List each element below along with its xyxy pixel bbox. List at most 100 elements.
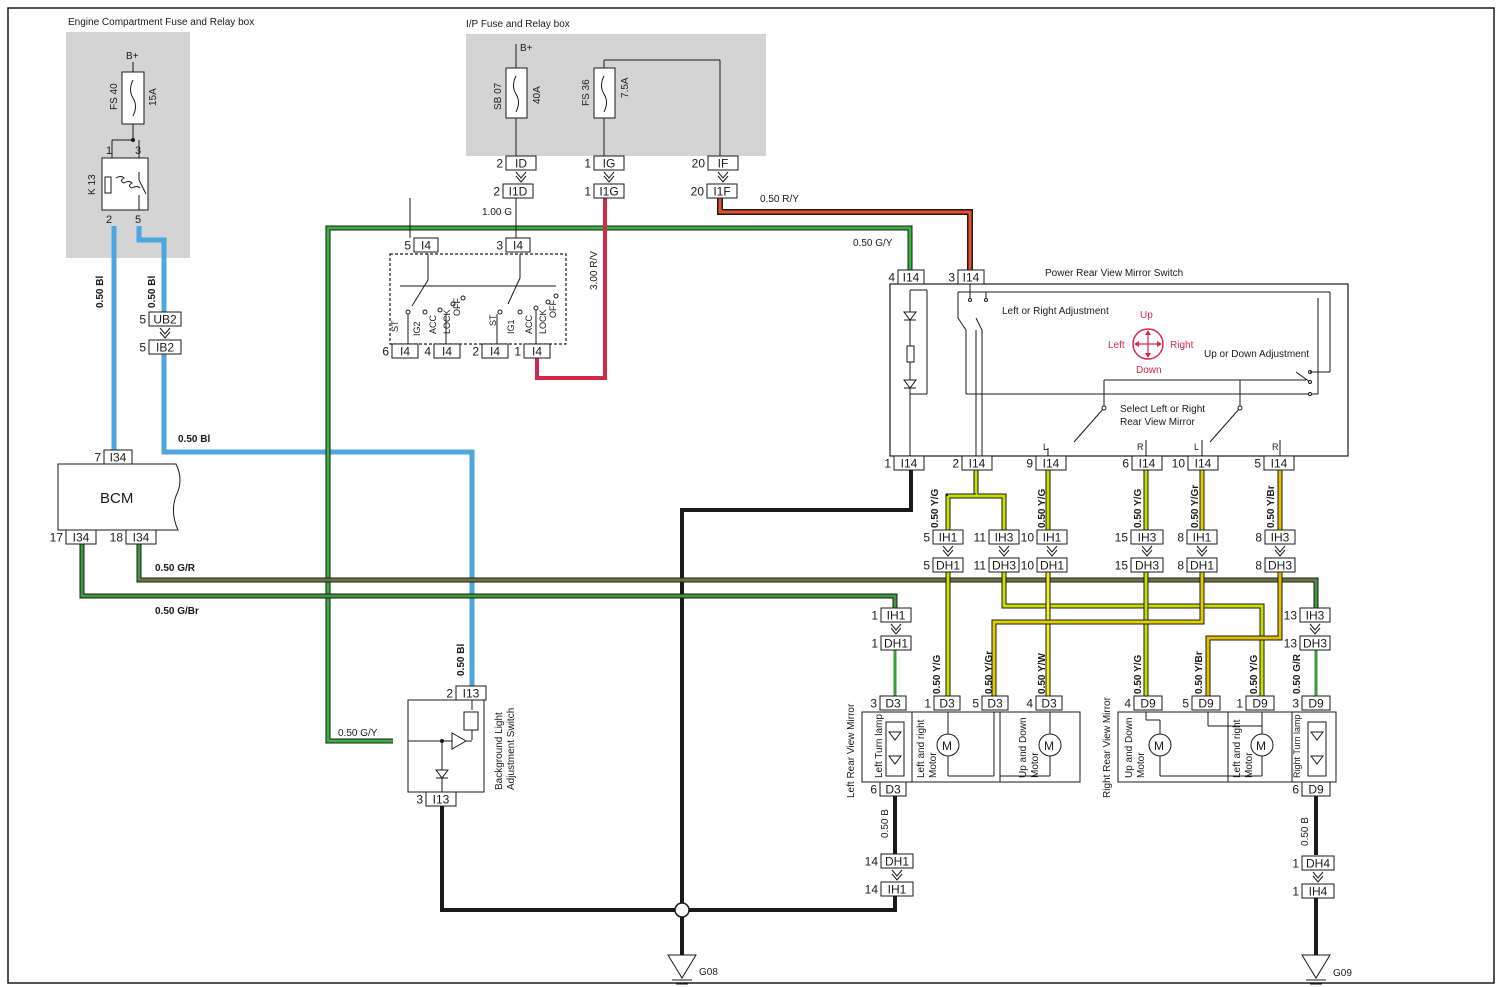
connector-label: IH1 [1193,531,1212,545]
pin-number: 18 [110,531,124,545]
pin-number: 3 [416,793,423,807]
pin-number: 5 [923,559,930,573]
connector-label: I13 [463,687,480,701]
fs40-rating: 15A [148,88,159,106]
svg-text:Motor: Motor [1030,752,1041,778]
ignition-switch: ST IG2 ACC LOCK OFF ST IG1 ACC LOCK OFF [389,253,567,345]
connector-label: ID [515,157,527,171]
svg-text:OFF: OFF [452,298,462,316]
wire-blue-3 [161,354,475,686]
pin-number: 4 [888,271,895,285]
pin-number: 3 [870,697,877,711]
svg-text:0.50 Y/Gr: 0.50 Y/Gr [1190,485,1201,528]
connector-label: D3 [1041,697,1057,711]
connector-arrow-icon [159,331,171,339]
connector-label: I1F [713,185,730,199]
connector-i1f: I1F 20 [691,183,738,199]
pin-number: 10 [1021,531,1035,545]
svg-text:Up or Down Adjustment: Up or Down Adjustment [1204,349,1309,360]
connector-arrow-icon [1274,545,1286,553]
wire-rv [535,198,607,380]
connector-label: D9 [1308,783,1324,797]
connector-arrow-icon [998,549,1010,557]
svg-text:LOCK: LOCK [442,309,452,334]
connector-arrow-icon [942,549,954,557]
connector-label: I14 [969,457,986,471]
svg-text:0.50 Y/G: 0.50 Y/G [932,654,943,694]
pin-number: 2 [496,157,503,171]
pin-number: 6 [1122,457,1129,471]
connector-label: DH3 [1303,637,1327,651]
connector-label: DH1 [936,559,960,573]
svg-text:0.50 Y/W: 0.50 Y/W [1037,652,1048,694]
connector-arrow-icon [515,175,527,183]
svg-text:0.50 Y/Gr: 0.50 Y/Gr [984,651,995,694]
connector-label: I34 [133,531,150,545]
svg-text:0.50 G/Br: 0.50 G/Br [155,606,199,617]
pin-number: 8 [1177,531,1184,545]
direction-pad-icon [1132,328,1164,360]
svg-text:Left and right: Left and right [916,719,927,778]
connector-d3: D33 [870,695,907,711]
k13-label: K 13 [87,174,98,195]
svg-text:Select Left or Right: Select Left or Right [1120,404,1205,415]
svg-text:Down: Down [1136,365,1162,376]
pin-number: 1 [514,345,521,359]
connector-arrow-icon [603,175,615,183]
svg-text:M: M [1154,739,1164,753]
mirror-switch-title: Power Rear View Mirror Switch [1045,268,1183,279]
bcm-module: BCM [57,463,181,531]
svg-text:Motor: Motor [1244,752,1255,778]
connector-dh1: DH1 5 [923,557,964,573]
pin-number: 10 [1172,457,1186,471]
wire-gbr [80,543,897,608]
wires [79,198,1319,955]
connector-d3: D34 [1026,695,1063,711]
connector-label: IH3 [1138,531,1157,545]
connector-label: DH3 [1268,559,1292,573]
wire-ry [718,198,972,270]
pin-number: 11 [974,559,987,573]
pin-number: 1 [1292,885,1299,899]
connector-label: D9 [1198,697,1214,711]
svg-text:M: M [1256,739,1266,753]
pin-number: 2 [472,345,479,359]
connector-label: I14 [1043,457,1060,471]
ip-fuse-box: I/P Fuse and Relay box B+ SB 07 40A FS 3… [466,19,766,157]
connector-label: DH1 [884,637,908,651]
connector-i4: I43 [496,237,531,253]
svg-text:Left or Right Adjustment: Left or Right Adjustment [1002,306,1109,317]
connector-label: DH1 [885,855,909,869]
pin-number: 5 [1182,697,1189,711]
connector-label: I1D [509,185,528,199]
svg-text:3: 3 [135,145,141,157]
svg-text:Up: Up [1140,310,1153,321]
connector-arrow-icon [942,545,954,553]
pin-number: 3 [948,271,955,285]
connector-arrow-icon [515,171,527,179]
pin-number: 14 [865,883,879,897]
g08-label: G08 [699,967,718,978]
svg-text:Up and Down: Up and Down [1124,717,1135,778]
connector-i4: I41 [514,343,551,359]
svg-text:ST: ST [390,320,400,332]
left-mirror-title: Left Rear View Mirror [846,703,857,798]
bplus-label-2: B+ [520,43,533,54]
connector-label: DH3 [1135,559,1159,573]
svg-text:0.50 Bl: 0.50 Bl [456,644,467,676]
pin-number: 20 [691,185,705,199]
